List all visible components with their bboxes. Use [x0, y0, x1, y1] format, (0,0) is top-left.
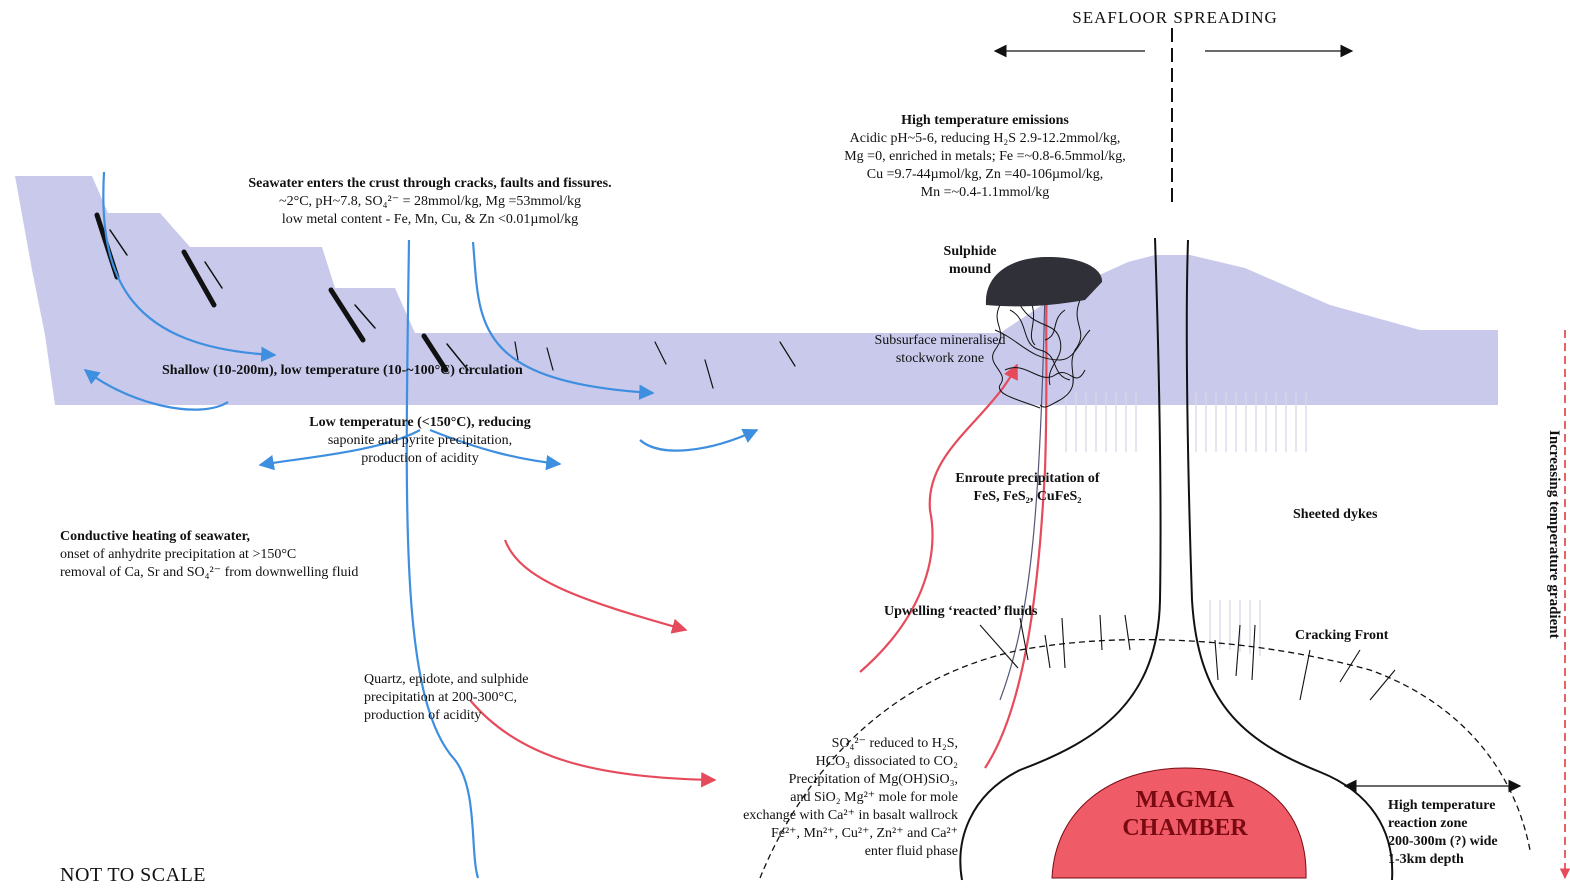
- enroute-precipitation-line: FeS, FeS₂, CuFeS₂: [925, 488, 1130, 506]
- low-temp-reducing-line: saponite and pyrite precipitation,: [270, 432, 570, 450]
- label-stockwork: Subsurface mineralised stockwork zone: [850, 332, 1030, 368]
- reaction-line: SO₄²⁻ reduced to H₂S,: [660, 735, 958, 753]
- label-seawater-entry: Seawater enters the crust through cracks…: [200, 175, 660, 229]
- seawater-entry-heading: Seawater enters the crust through cracks…: [200, 175, 660, 193]
- reaction-line: Precipitation of Mg(OH)SiO₃,: [660, 771, 958, 789]
- seawater-entry-line: low metal content - Fe, Mn, Cu, & Zn <0.…: [200, 211, 660, 229]
- sulphide-mound-line: mound: [920, 261, 1020, 279]
- label-conductive-heating: Conductive heating of seawater, onset of…: [60, 528, 358, 582]
- high-temp-emissions-line: Acidic pH~5-6, reducing H₂S 2.9-12.2mmol…: [800, 130, 1170, 148]
- quartz-epidote-line: precipitation at 200-300°C,: [364, 689, 528, 707]
- enroute-precipitation-line: Enroute precipitation of: [925, 470, 1130, 488]
- quartz-epidote-line: Quartz, epidote, and sulphide: [364, 671, 528, 689]
- stockwork-line: Subsurface mineralised: [850, 332, 1030, 350]
- label-upwelling-fluids: Upwelling ‘reacted’ fluids: [884, 603, 1037, 621]
- conductive-heating-line: removal of Ca, Sr and SO₄²⁻ from downwel…: [60, 564, 358, 582]
- label-quartz-epidote: Quartz, epidote, and sulphide precipitat…: [364, 671, 528, 725]
- magma-chamber-line: CHAMBER: [1080, 814, 1290, 842]
- quartz-epidote-line: production of acidity: [364, 707, 528, 725]
- high-temp-emissions-line: Mn =~0.4-1.1mmol/kg: [800, 184, 1170, 202]
- label-sheeted-dykes: Sheeted dykes: [1293, 506, 1377, 524]
- reaction-line: and SiO₂ Mg²⁺ mole for mole: [660, 789, 958, 807]
- stockwork-line: stockwork zone: [850, 350, 1030, 368]
- conductive-heating-line: onset of anhydrite precipitation at >150…: [60, 546, 358, 564]
- magma-chamber-line: MAGMA: [1080, 786, 1290, 814]
- reaction-zone-line: 1-3km depth: [1388, 851, 1498, 869]
- label-shallow-circulation: Shallow (10-200m), low temperature (10-~…: [162, 362, 523, 380]
- reaction-zone-line: High temperature: [1388, 797, 1498, 815]
- label-high-temp-emissions: High temperature emissions Acidic pH~5-6…: [800, 112, 1170, 202]
- reaction-line: HCO₃ dissociated to CO₂: [660, 753, 958, 771]
- diagram-title: SEAFLOOR SPREADING: [1020, 8, 1330, 28]
- label-enroute-precipitation: Enroute precipitation of FeS, FeS₂, CuFe…: [925, 470, 1130, 506]
- high-temp-emissions-line: Mg =0, enriched in metals; Fe =~0.8-6.5m…: [800, 148, 1170, 166]
- reaction-zone-line: 200-300m (?) wide: [1388, 833, 1498, 851]
- reaction-line: enter fluid phase: [660, 843, 958, 861]
- seawater-entry-line: ~2°C, pH~7.8, SO₄²⁻ = 28mmol/kg, Mg =53m…: [200, 193, 660, 211]
- label-temperature-gradient: Increasing temperature gradient: [1545, 430, 1562, 639]
- reaction-line: Fe²⁺, Mn²⁺, Cu²⁺, Zn²⁺ and Ca²⁺: [660, 825, 958, 843]
- low-temp-reducing-heading: Low temperature (<150°C), reducing: [270, 414, 570, 432]
- label-low-temp-reducing: Low temperature (<150°C), reducing sapon…: [270, 414, 570, 468]
- reaction-zone-line: reaction zone: [1388, 815, 1498, 833]
- reaction-line: exchange with Ca²⁺ in basalt wallrock: [660, 807, 958, 825]
- high-temp-emissions-line: Cu =9.7-44µmol/kg, Zn =40-106µmol/kg,: [800, 166, 1170, 184]
- label-magma-chamber: MAGMA CHAMBER: [1080, 786, 1290, 842]
- low-temp-reducing-line: production of acidity: [270, 450, 570, 468]
- label-sulphide-mound: Sulphide mound: [920, 243, 1020, 279]
- not-to-scale-note: NOT TO SCALE: [60, 864, 206, 887]
- label-cracking-front: Cracking Front: [1295, 627, 1388, 645]
- sheeted-dykes-lines: [1066, 392, 1306, 656]
- sulphide-mound-line: Sulphide: [920, 243, 1020, 261]
- conductive-heating-heading: Conductive heating of seawater,: [60, 528, 358, 546]
- high-temp-emissions-heading: High temperature emissions: [800, 112, 1170, 130]
- label-reactions: SO₄²⁻ reduced to H₂S, HCO₃ dissociated t…: [660, 735, 958, 861]
- label-reaction-zone: High temperature reaction zone 200-300m …: [1388, 797, 1498, 869]
